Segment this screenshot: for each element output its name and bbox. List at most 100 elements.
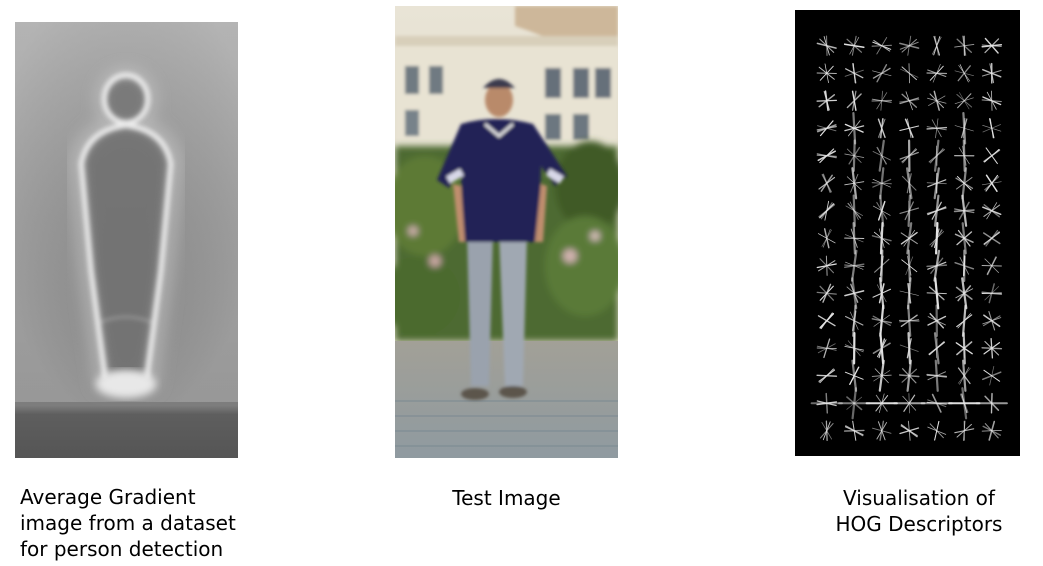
hog-cell-stroke [981, 430, 1002, 432]
hog-cell-stroke [844, 181, 865, 186]
hog-cell-stroke [844, 153, 865, 158]
hog-cell-stroke [958, 147, 970, 165]
hog-cell-stroke [871, 182, 892, 185]
hog-cell-stroke [878, 283, 885, 304]
hog-cell-stroke [907, 420, 911, 441]
caption-line: Visualisation of [843, 486, 995, 510]
hog-cell-stroke [989, 118, 995, 139]
hog-cell-stroke [823, 36, 830, 56]
hog-cell-stroke [877, 200, 886, 221]
hog-descriptor-icon [810, 35, 1008, 442]
hog-cell-stroke [926, 292, 947, 295]
caption-average-gradient: Average Gradient image from a dataset fo… [20, 484, 236, 562]
hog-cell-stroke [958, 201, 970, 220]
average-gradient-image [15, 22, 238, 458]
hog-cell-stroke [819, 312, 835, 329]
hog-cell-stroke [984, 340, 1000, 356]
hog-cell-stroke [959, 366, 970, 385]
hog-cell-stroke [982, 124, 1001, 133]
hog-cell-stroke [900, 68, 919, 78]
hog-cell-stroke [929, 312, 945, 329]
hog-cell-stroke [926, 373, 948, 378]
hog-cell-stroke [878, 228, 885, 248]
hog-cell-stroke [986, 256, 997, 276]
hog-cell-stroke [872, 67, 891, 79]
hog-cell-stroke [901, 149, 918, 163]
hog-cell-stroke [982, 317, 1002, 325]
hog-cell-stroke [821, 174, 832, 193]
hog-cell-stroke [816, 263, 837, 269]
hog-cell-stroke [846, 396, 863, 410]
hog-cell-stroke [961, 393, 968, 414]
hog-cell-stroke [957, 367, 971, 384]
hog-cell-stroke [934, 420, 940, 441]
hog-cell-stroke [927, 261, 947, 270]
average-gradient-person-icon [15, 22, 238, 458]
hog-cell-stroke [871, 318, 892, 324]
hog-cell-stroke [984, 395, 1000, 411]
hog-cell-stroke [956, 341, 973, 356]
hog-cell-stroke [879, 255, 884, 276]
hog-cell-stroke [879, 420, 885, 441]
hog-cell-stroke [981, 44, 1002, 47]
hog-cell-stroke [824, 63, 829, 84]
hog-cell-stroke [903, 394, 916, 412]
hog-cell-stroke [956, 38, 972, 53]
hog-cell-stroke [844, 263, 865, 268]
hog-cell-stroke [963, 420, 966, 441]
hog-cell-stroke [846, 396, 863, 411]
hog-cell-stroke [907, 118, 912, 139]
caption-hog-descriptors: Visualisation of HOG Descriptors [808, 485, 1030, 537]
hog-cell-stroke [956, 314, 973, 328]
hog-cell-stroke [846, 286, 862, 301]
hog-cell-stroke [873, 370, 891, 382]
hog-cell-stroke [844, 123, 864, 133]
hog-cell-stroke [899, 344, 919, 352]
hog-cell-stroke [961, 145, 967, 166]
hog-cell-stroke [880, 118, 884, 139]
caption-line: HOG Descriptors [835, 512, 1003, 536]
hog-cell-stroke [956, 176, 972, 191]
hog-cell-stroke [823, 228, 830, 249]
hog-cell-stroke [899, 41, 919, 50]
hog-cell-stroke [849, 311, 859, 330]
hog-cell-stroke [904, 201, 914, 221]
caption-line: Average Gradient [20, 485, 196, 509]
hog-cell-stroke [906, 338, 912, 359]
hog-cell-stroke [819, 285, 834, 301]
hog-cell-stroke [876, 339, 887, 358]
hog-cell-stroke [819, 120, 834, 137]
hog-cell-stroke [981, 291, 1003, 295]
hog-cell-stroke [963, 255, 966, 277]
hog-cell-stroke [929, 93, 944, 109]
caption-test-image: Test Image [400, 485, 613, 511]
hog-cell-stroke [954, 233, 974, 243]
hog-cell-stroke [933, 228, 940, 249]
hog-cell-stroke [816, 153, 837, 159]
hog-cell-stroke [928, 341, 946, 355]
hog-cell-stroke [985, 174, 999, 192]
hog-cell-stroke [845, 68, 864, 79]
hog-cell-stroke [822, 421, 831, 441]
hog-cell-stroke [899, 319, 920, 323]
hog-cell-stroke [849, 366, 860, 385]
hog-cell-stroke [851, 90, 857, 111]
hog-cell-stroke [983, 369, 1001, 382]
hog-descriptor-visualisation [795, 10, 1020, 456]
caption-line: Test Image [452, 486, 561, 510]
hog-cell-stroke [956, 94, 973, 108]
hog-cell-stroke [903, 229, 916, 247]
hog-cell-stroke [845, 425, 864, 437]
hog-cell-stroke [843, 43, 865, 49]
hog-cell-stroke [899, 97, 920, 105]
hog-cell-stroke [930, 148, 944, 164]
hog-cell-stroke [983, 231, 1000, 246]
hog-cell-stroke [902, 368, 917, 384]
hog-cell-stroke [958, 65, 971, 82]
hog-cell-stroke [929, 65, 944, 81]
hog-cell-stroke [907, 255, 912, 276]
caption-line: image from a dataset [20, 511, 236, 535]
test-image [395, 6, 618, 458]
hog-cell-stroke [985, 147, 998, 165]
hog-cell-stroke [817, 343, 836, 354]
